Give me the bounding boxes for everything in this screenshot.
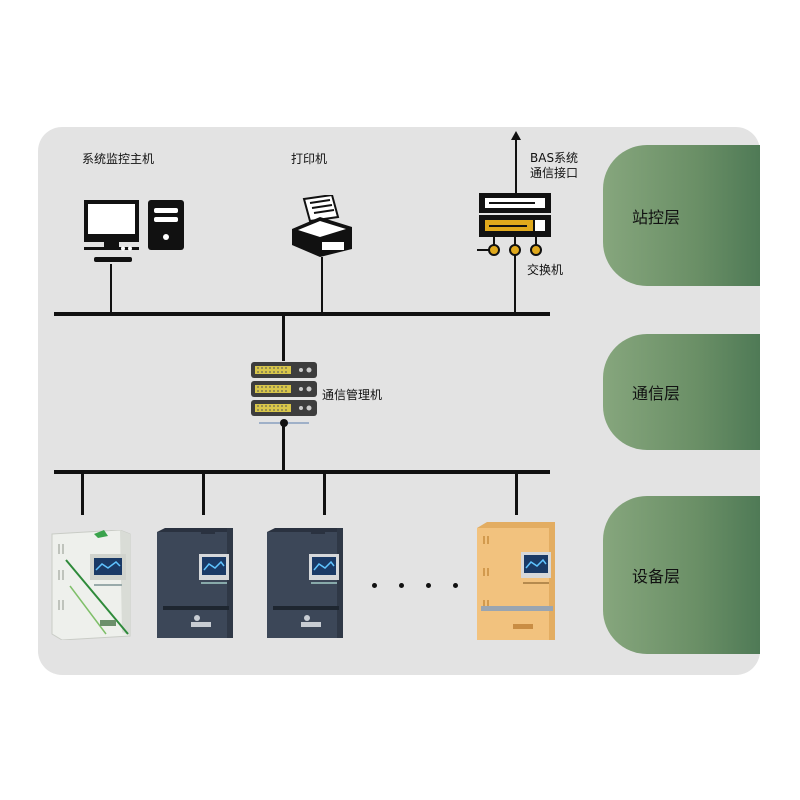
white-cabinet-icon bbox=[51, 530, 131, 640]
layer-device: 设备层 bbox=[603, 496, 760, 654]
comm-lower-line bbox=[282, 425, 285, 471]
bas-label-line1: BAS系统 bbox=[530, 151, 579, 165]
comm-manager-icon bbox=[251, 362, 317, 427]
switch-drop-line bbox=[514, 255, 516, 313]
computer-icon bbox=[84, 200, 184, 262]
printer-icon bbox=[292, 195, 352, 257]
station-bus bbox=[54, 312, 550, 316]
ellipsis-dot-1 bbox=[372, 583, 377, 588]
layer-device-label: 设备层 bbox=[632, 567, 681, 586]
orange-cabinet-icon bbox=[477, 522, 555, 640]
bas-arrow-icon bbox=[511, 131, 521, 193]
comm-manager-label: 通信管理机 bbox=[322, 388, 383, 402]
printer-drop-line bbox=[321, 257, 323, 313]
device-drop-line-3 bbox=[323, 473, 326, 515]
dark-cabinet-icon-2 bbox=[267, 528, 343, 638]
layer-station-label: 站控层 bbox=[632, 207, 681, 227]
bas-label-line2: 通信接口 bbox=[530, 166, 579, 180]
printer-label: 打印机 bbox=[291, 152, 328, 166]
device-bus bbox=[54, 470, 550, 474]
ellipsis-dot-3 bbox=[426, 583, 431, 588]
layer-station: 站控层 bbox=[603, 145, 760, 286]
device-drop-line-4 bbox=[515, 473, 518, 515]
layer-comm-label: 通信层 bbox=[632, 384, 681, 403]
layer-comm: 通信层 bbox=[603, 334, 760, 450]
monitor-host-label: 系统监控主机 bbox=[82, 152, 155, 166]
comm-upper-line bbox=[282, 315, 285, 361]
switch-icon bbox=[477, 193, 551, 256]
dark-cabinet-icon-1 bbox=[157, 528, 233, 638]
ellipsis-dot-2 bbox=[399, 583, 404, 588]
ellipsis-dot-4 bbox=[453, 583, 458, 588]
monitor-drop-line bbox=[110, 264, 112, 313]
device-drop-line-1 bbox=[81, 473, 84, 515]
device-drop-line-2 bbox=[202, 473, 205, 515]
switch-label: 交换机 bbox=[527, 263, 564, 277]
